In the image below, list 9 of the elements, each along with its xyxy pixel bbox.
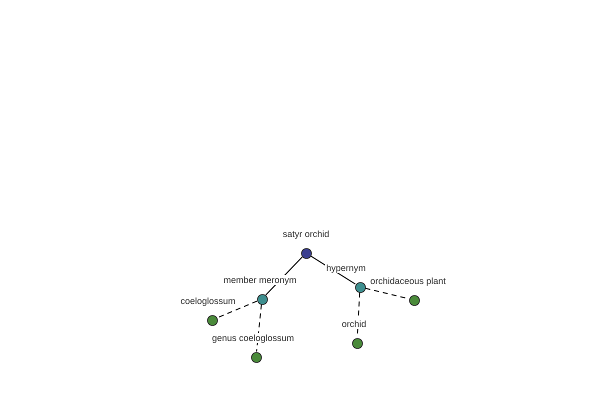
node-label: satyr orchid <box>282 229 330 239</box>
node-label: genus coeloglossum <box>210 333 296 343</box>
node-label: orchid <box>340 319 368 329</box>
node-label: coeloglossum <box>179 296 237 306</box>
dashed-connector <box>256 304 262 352</box>
dashed-connector <box>216 300 258 318</box>
node-label: member meronym <box>222 275 298 285</box>
node-label: orchidaceous plant <box>369 276 447 286</box>
node-label: hypernym <box>325 263 367 273</box>
